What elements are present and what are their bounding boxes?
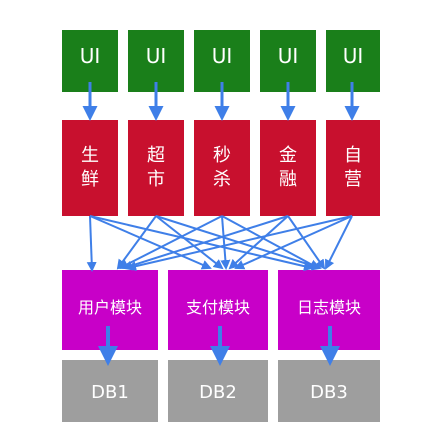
ui-label: UI [145, 44, 167, 68]
business-box-self-operated: 自营 [326, 120, 380, 216]
module-label: 支付模块 [185, 298, 250, 317]
ui-label: UI [342, 44, 364, 68]
business-to-module-arrow [89, 215, 212, 270]
ui-label: UI [211, 44, 233, 68]
business-label-line2: 杀 [213, 169, 231, 190]
business-to-module-arrow [122, 215, 289, 271]
business-box-flash-sale: 秒杀 [194, 120, 250, 216]
business-label-line2: 市 [147, 169, 165, 190]
business-to-module-arrow [89, 215, 314, 272]
business-to-module-arrow [118, 215, 223, 269]
business-label-line2: 鲜 [81, 169, 99, 190]
ui-label: UI [277, 44, 299, 68]
business-to-module-arrow [86, 215, 97, 272]
business-box-fresh: 生鲜 [62, 120, 118, 216]
business-to-module-arrow [228, 215, 289, 270]
module-label: 日志模块 [296, 298, 361, 317]
db-label: DB3 [310, 382, 348, 403]
business-box-supermarket: 超市 [128, 120, 184, 216]
business-to-module-arrow [126, 215, 353, 272]
db-label: DB2 [199, 382, 237, 403]
business-label-line1: 生 [81, 145, 99, 166]
db-label: DB1 [91, 382, 129, 403]
business-to-module-arrow [325, 215, 353, 270]
business-label-line1: 超 [147, 145, 165, 166]
module-box-payment: 支付模块 [168, 270, 268, 350]
ui-label: UI [79, 44, 101, 68]
db-box-2: DB2 [168, 360, 268, 422]
business-label-line1: 金 [279, 145, 297, 166]
business-label-line2: 融 [279, 169, 297, 190]
db-box-3: DB3 [278, 360, 380, 422]
business-box-finance: 金融 [260, 120, 316, 216]
ui-box-1: UI [62, 30, 118, 92]
module-label: 用户模块 [77, 298, 142, 317]
db-box-1: DB1 [62, 360, 158, 422]
business-to-module-arrow [220, 215, 231, 270]
business-to-module-arrow [155, 215, 224, 270]
business-label-line1: 秒 [213, 145, 231, 166]
business-label-line1: 自 [344, 145, 362, 166]
ui-box-3: UI [194, 30, 250, 92]
ui-box-4: UI [260, 30, 316, 92]
business-to-module-arrow [234, 215, 353, 270]
ui-box-2: UI [128, 30, 184, 92]
business-to-module-arrow [287, 215, 326, 270]
ui-box-5: UI [326, 30, 380, 92]
business-label-line2: 营 [344, 169, 362, 190]
business-to-module-arrow [116, 215, 157, 270]
business-to-module-arrow [221, 215, 320, 269]
